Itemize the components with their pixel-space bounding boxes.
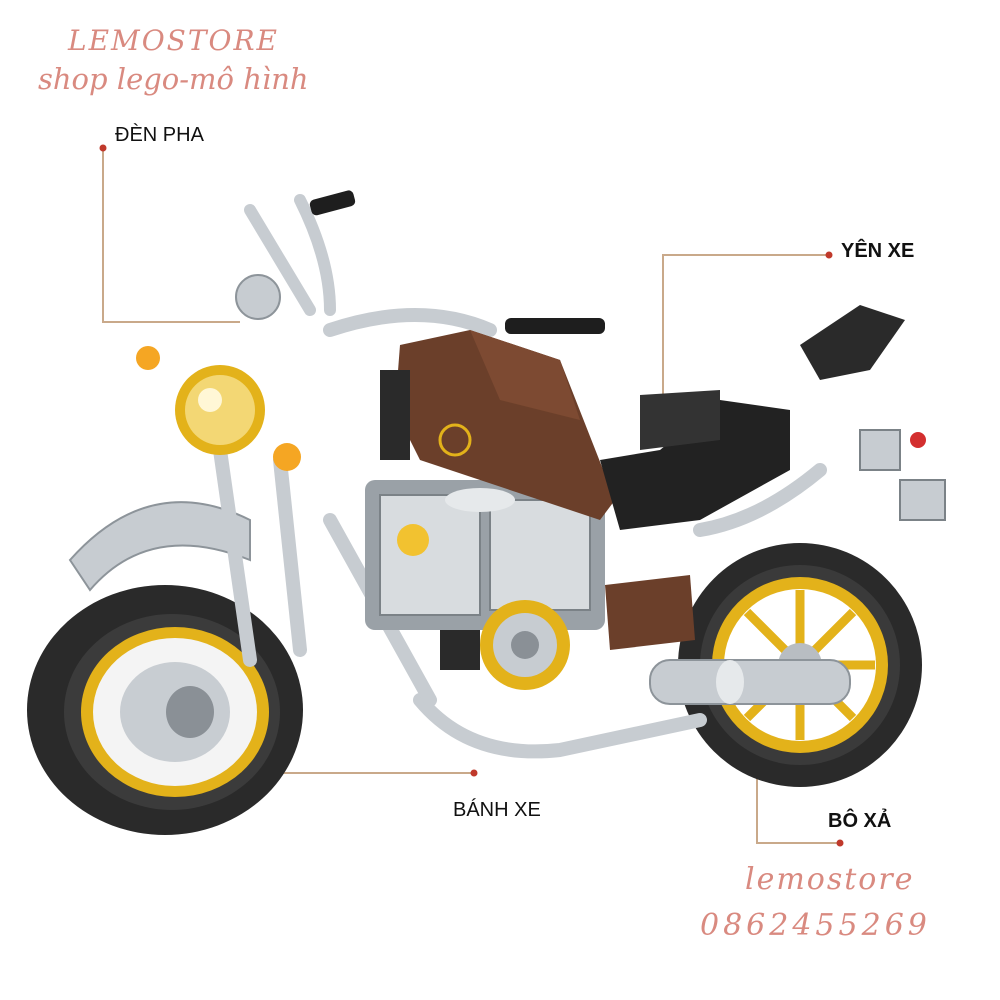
wheel-label: BÁNH XE — [453, 799, 541, 821]
seat-callout-dot — [825, 251, 833, 259]
callout-dots — [99, 144, 844, 847]
headlight-callout-line — [102, 148, 240, 323]
gauge — [235, 274, 281, 320]
front-wheel — [27, 585, 303, 835]
seat-label: YÊN XE — [841, 240, 915, 262]
wheel-callout-dot — [470, 769, 478, 777]
seat-callout-line — [662, 254, 828, 410]
right-turn-signal — [273, 443, 301, 471]
handlebars — [244, 194, 336, 316]
watermark-tagline: shop lego-mô hình — [38, 62, 309, 96]
front-fender — [68, 501, 251, 592]
watermark-brand: LEMOSTORE — [68, 24, 279, 57]
exhaust-pipe — [649, 659, 851, 705]
exhaust-label: BÔ XẢ — [828, 810, 892, 832]
headlight-callout-dot — [99, 144, 107, 152]
fuel-tank — [380, 330, 615, 520]
left-turn-signal — [136, 346, 160, 370]
saddle-bag — [605, 575, 695, 650]
exhaust-callout-dot — [836, 839, 844, 847]
watermark-footer-name: lemostore — [745, 862, 915, 897]
headlight — [175, 365, 265, 455]
engine — [365, 480, 605, 690]
watermark-footer-phone: 0862455269 — [700, 908, 931, 943]
rear-tail — [859, 429, 946, 521]
headlight-label: ĐÈN PHA — [115, 124, 204, 146]
right-grip — [505, 318, 605, 334]
seat — [600, 305, 905, 530]
left-grip — [309, 190, 356, 216]
